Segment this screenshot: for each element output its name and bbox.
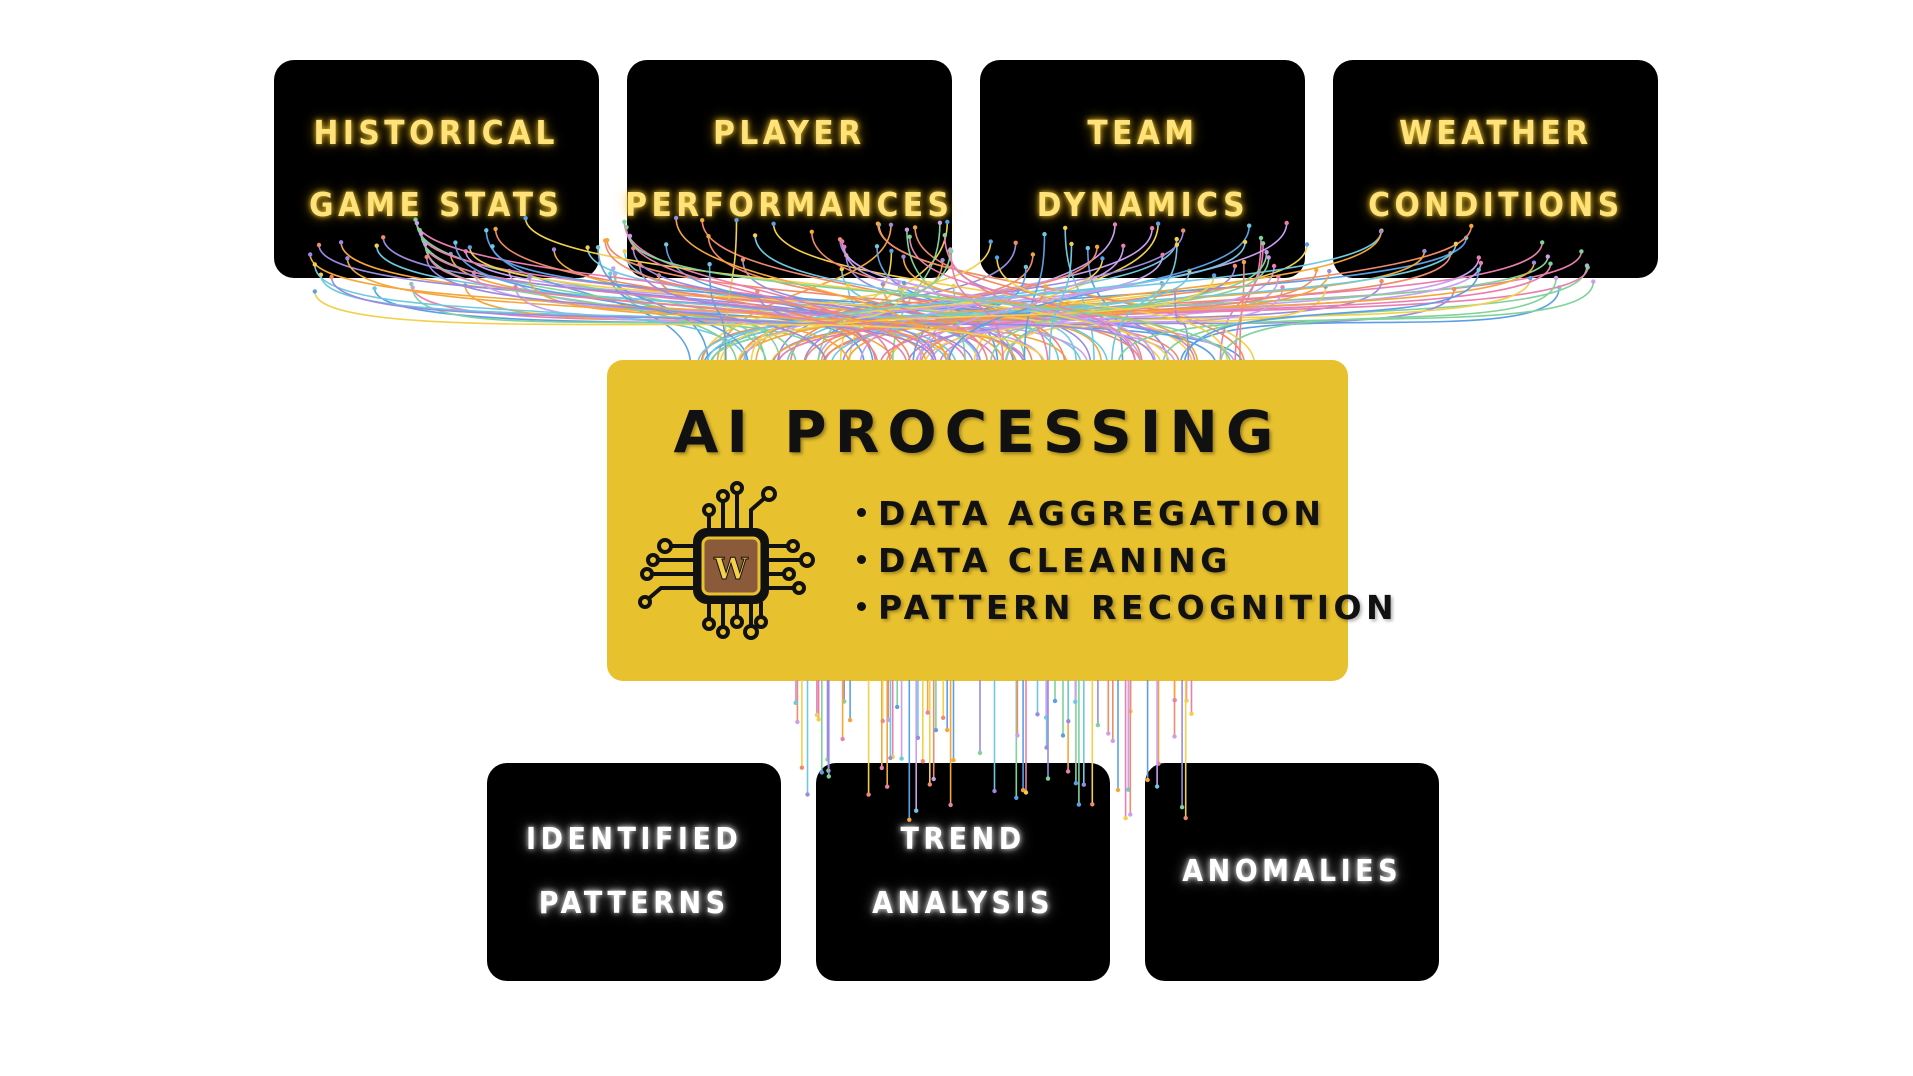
- ai-processing-panel: AI PROCESSING W DATA AGGREGATION DATA CL…: [607, 360, 1394, 681]
- source-label: HISTORICAL GAME STATS: [309, 79, 563, 259]
- source-label-line-1: WEATHER: [1398, 113, 1593, 152]
- output-label-line-1: IDENTIFIED: [525, 822, 743, 857]
- source-label-line-2: PERFORMANCES: [625, 185, 954, 224]
- source-label: PLAYER PERFORMANCES: [625, 79, 953, 259]
- output-trend-analysis: TREND ANALYSIS: [816, 763, 1110, 981]
- bullet-icon: [857, 508, 866, 517]
- step-data-cleaning: DATA CLEANING: [857, 537, 1398, 584]
- processing-steps-list: DATA AGGREGATION DATA CLEANING PATTERN R…: [857, 490, 1398, 631]
- ai-chip-icon: W: [638, 481, 815, 640]
- output-label-line-2: ANALYSIS: [872, 886, 1054, 921]
- source-label: TEAM DYNAMICS: [1036, 79, 1248, 259]
- output-anomalies: ANOMALIES: [1145, 763, 1439, 981]
- source-label: WEATHER CONDITIONS: [1368, 79, 1623, 259]
- source-label-line-1: TEAM: [1086, 113, 1199, 152]
- step-label: DATA AGGREGATION: [878, 494, 1326, 533]
- source-weather-conditions: WEATHER CONDITIONS: [1333, 60, 1658, 278]
- source-label-line-2: GAME STATS: [309, 185, 564, 224]
- output-label: IDENTIFIED PATTERNS: [526, 792, 742, 952]
- source-team-dynamics: TEAM DYNAMICS: [980, 60, 1305, 278]
- source-historical-game-stats: HISTORICAL GAME STATS: [274, 60, 599, 278]
- step-label: DATA CLEANING: [878, 541, 1232, 580]
- bullet-icon: [857, 555, 866, 564]
- output-label: TREND ANALYSIS: [872, 792, 1054, 952]
- step-data-aggregation: DATA AGGREGATION: [857, 490, 1398, 537]
- output-label-line-2: PATTERNS: [538, 886, 730, 921]
- source-label-line-2: DYNAMICS: [1036, 185, 1249, 224]
- ai-processing-title: AI PROCESSING: [673, 398, 1282, 466]
- bullet-icon: [857, 602, 866, 611]
- source-label-line-2: CONDITIONS: [1367, 185, 1624, 224]
- step-pattern-recognition: PATTERN RECOGNITION: [857, 584, 1398, 631]
- step-label: PATTERN RECOGNITION: [878, 588, 1399, 627]
- source-player-performances: PLAYER PERFORMANCES: [625, 60, 953, 278]
- output-label-line-1: TREND: [900, 822, 1026, 857]
- source-label-line-1: HISTORICAL: [313, 113, 560, 152]
- output-label-line-1: ANOMALIES: [1182, 854, 1402, 889]
- source-label-line-1: PLAYER: [713, 113, 866, 152]
- chip-letter: W: [713, 552, 749, 587]
- output-identified-patterns: IDENTIFIED PATTERNS: [487, 763, 781, 981]
- output-label: ANOMALIES: [1182, 824, 1402, 920]
